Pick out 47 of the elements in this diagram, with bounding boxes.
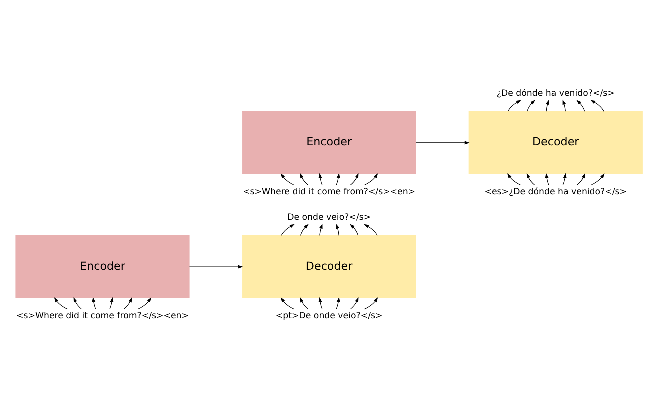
- arrow: [74, 296, 82, 310]
- arrow: [364, 297, 378, 310]
- arrow: [576, 100, 586, 112]
- arrow: [138, 297, 152, 310]
- arrow: [300, 224, 309, 236]
- arrow: [508, 172, 522, 186]
- arrow: [416, 140, 470, 144]
- arrow: [508, 100, 522, 112]
- arrow: [350, 296, 359, 310]
- arrow: [318, 172, 323, 186]
- arrow: [300, 296, 309, 310]
- node-box: Decoder: [468, 110, 643, 174]
- arrow: [350, 224, 359, 236]
- node-text: <es>¿De dónde ha venido?</s>: [484, 187, 627, 198]
- arrow: [562, 172, 567, 186]
- node-text: De onde veio?</s>: [288, 212, 372, 222]
- arrow: [92, 296, 96, 310]
- arrow: [364, 224, 378, 236]
- node-box: Decoder: [242, 235, 416, 298]
- arrow: [364, 172, 378, 186]
- arrow: [336, 223, 340, 236]
- node-box: Encoder: [16, 235, 190, 298]
- arrow: [336, 296, 340, 310]
- arrow: [590, 100, 604, 112]
- arrow: [124, 296, 132, 310]
- arrow: [300, 172, 309, 186]
- arrow: [562, 99, 566, 112]
- arrow: [189, 264, 244, 268]
- arrow: [591, 172, 605, 186]
- arrow: [526, 100, 536, 112]
- arrow: [110, 296, 114, 310]
- node-text: ¿De dónde ha venido?</s>: [496, 88, 615, 98]
- arrow: [336, 172, 340, 186]
- arrow: [545, 172, 550, 186]
- arrow: [320, 223, 323, 236]
- node-box: Encoder: [242, 110, 416, 174]
- arrow: [281, 224, 295, 236]
- arrow: [54, 297, 68, 310]
- node-text: <pt>De onde veio?</s>: [276, 311, 383, 322]
- arrow: [350, 172, 359, 186]
- arrow: [280, 297, 294, 310]
- arrow: [546, 99, 550, 112]
- arrow: [526, 172, 536, 186]
- node-text: <s>Where did it come from?</s><en>: [243, 187, 416, 198]
- arrow: [576, 172, 586, 186]
- arrow: [280, 172, 294, 186]
- node-text: <s>Where did it come from?</s><en>: [16, 311, 189, 322]
